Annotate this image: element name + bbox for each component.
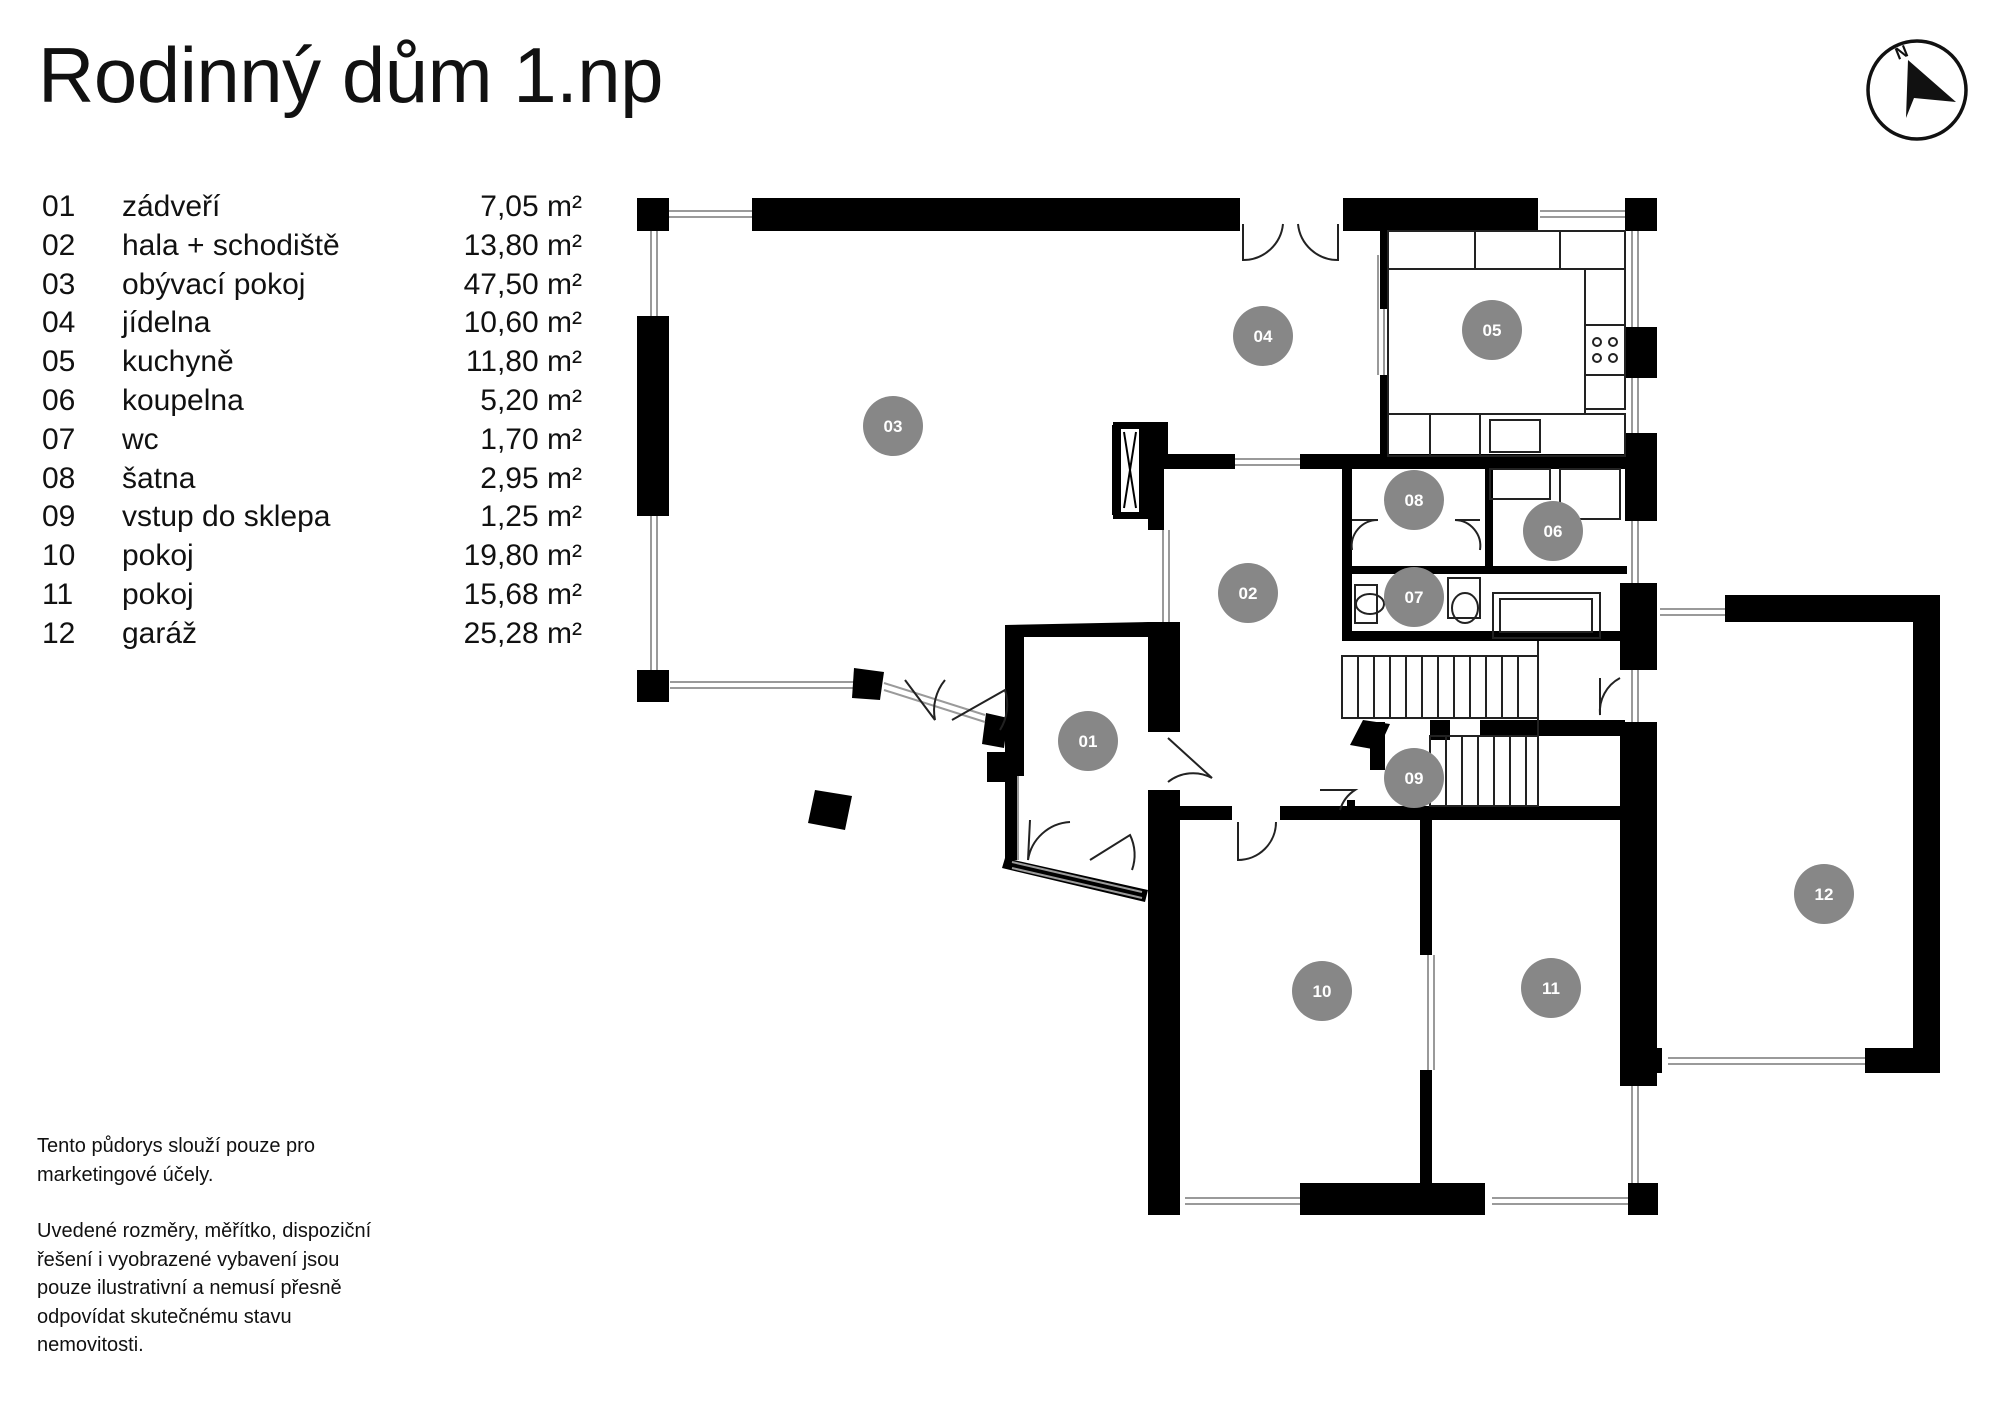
room-marker: 11 xyxy=(1521,958,1581,1018)
room-marker: 12 xyxy=(1794,864,1854,924)
legend-room-number: 07 xyxy=(42,422,76,456)
legend-room-number: 12 xyxy=(42,616,76,650)
legend-room-number: 03 xyxy=(42,267,76,301)
room-number: 05 xyxy=(1483,321,1502,340)
disclaimer: Tento půdorys slouží pouze pro marketing… xyxy=(37,1132,377,1388)
legend-room-area: 5,20 m² xyxy=(480,383,582,417)
legend-room-number: 09 xyxy=(42,500,76,534)
compass: N xyxy=(1866,39,1968,141)
legend-row: 12 garáž 25,28 m² xyxy=(42,617,582,656)
legend-room-name: pokoj xyxy=(122,539,194,573)
legend-room-area: 2,95 m² xyxy=(480,461,582,495)
legend-row: 08 šatna 2,95 m² xyxy=(42,462,582,501)
legend-room-name: garáž xyxy=(122,616,198,650)
fireplace-detail xyxy=(1123,431,1137,509)
legend-room-name: zádveří xyxy=(122,190,221,223)
legend-room-number: 02 xyxy=(42,228,76,262)
legend-room-area: 25,28 m² xyxy=(463,616,582,650)
page-title: Rodinný dům 1.np xyxy=(38,31,664,119)
interior-fixtures xyxy=(1341,230,1626,807)
legend-room-number: 08 xyxy=(42,461,76,495)
doors xyxy=(904,223,1621,871)
room-number: 03 xyxy=(884,417,903,436)
legend-room-name: wc xyxy=(122,422,159,456)
windows xyxy=(650,210,1865,1205)
legend-row: 09 vstup do sklepa 1,25 m² xyxy=(42,500,582,539)
room-marker: 05 xyxy=(1462,300,1522,360)
legend-room-area: 10,60 m² xyxy=(463,306,582,340)
north-arrow-icon xyxy=(1905,48,1956,118)
room-marker: 01 xyxy=(1058,711,1118,771)
room-marker: 07 xyxy=(1384,567,1444,627)
legend-row: 11 pokoj 15,68 m² xyxy=(42,578,582,617)
legend-room-name: koupelna xyxy=(122,383,244,417)
room-marker: 06 xyxy=(1523,501,1583,561)
legend-room-area: 19,80 m² xyxy=(463,539,582,573)
room-markers: 01 02 03 04 05 06 07 08 xyxy=(863,300,1854,1021)
room-number: 07 xyxy=(1405,588,1424,607)
legend-room-area: 7,05 m² xyxy=(480,190,582,223)
legend-room-number: 04 xyxy=(42,306,76,340)
room-legend: 01 zádveří 7,05 m² 02 hala + schodiště 13,80… xyxy=(42,190,582,656)
disclaimer-paragraph: Uvedené rozměry, měřítko, dispoziční řeš… xyxy=(37,1220,372,1356)
room-number: 06 xyxy=(1544,522,1563,541)
walls xyxy=(637,198,1940,1215)
room-number: 04 xyxy=(1254,327,1273,346)
room-marker: 09 xyxy=(1384,748,1444,808)
legend-row: 05 kuchyně 11,80 m² xyxy=(42,345,582,384)
legend-room-name: obývací pokoj xyxy=(122,267,306,301)
room-marker: 10 xyxy=(1292,961,1352,1021)
room-number: 01 xyxy=(1079,732,1098,751)
legend-room-number: 01 xyxy=(42,190,76,223)
legend-row: 04 jídelna 10,60 m² xyxy=(42,306,582,345)
room-marker: 02 xyxy=(1218,563,1278,623)
legend-room-name: pokoj xyxy=(122,577,194,611)
legend-room-number: 11 xyxy=(42,577,74,611)
legend-row: 01 zádveří 7,05 m² xyxy=(42,190,582,229)
legend-room-name: hala + schodiště xyxy=(122,228,340,262)
room-number: 08 xyxy=(1405,491,1424,510)
legend-room-area: 11,80 m² xyxy=(465,345,582,379)
room-number: 09 xyxy=(1405,769,1424,788)
legend-row: 10 pokoj 19,80 m² xyxy=(42,539,582,578)
room-marker: 03 xyxy=(863,396,923,456)
legend-room-area: 47,50 m² xyxy=(463,267,582,301)
room-number: 10 xyxy=(1313,982,1332,1001)
legend-room-name: vstup do sklepa xyxy=(122,500,331,534)
legend-room-name: šatna xyxy=(122,461,196,495)
legend-room-name: kuchyně xyxy=(122,345,234,379)
legend-room-name: jídelna xyxy=(122,306,211,340)
legend-room-number: 10 xyxy=(42,539,76,573)
legend-room-area: 13,80 m² xyxy=(463,228,582,262)
legend-room-number: 05 xyxy=(42,345,76,379)
room-number: 12 xyxy=(1815,885,1834,904)
legend-room-number: 06 xyxy=(42,383,76,417)
legend-row: 02 hala + schodiště 13,80 m² xyxy=(42,229,582,268)
legend-room-area: 1,25 m² xyxy=(480,500,582,534)
disclaimer-paragraph: Tento půdorys slouží pouze pro marketing… xyxy=(37,1135,315,1186)
legend-row: 07 wc 1,70 m² xyxy=(42,423,582,462)
room-marker: 04 xyxy=(1233,306,1293,366)
legend-row: 06 koupelna 5,20 m² xyxy=(42,384,582,423)
legend-room-area: 15,68 m² xyxy=(463,577,582,611)
room-marker: 08 xyxy=(1384,470,1444,530)
legend-room-area: 1,70 m² xyxy=(480,422,582,456)
room-number: 02 xyxy=(1239,584,1258,603)
room-number: 11 xyxy=(1542,979,1560,998)
legend-row: 03 obývací pokoj 47,50 m² xyxy=(42,268,582,307)
